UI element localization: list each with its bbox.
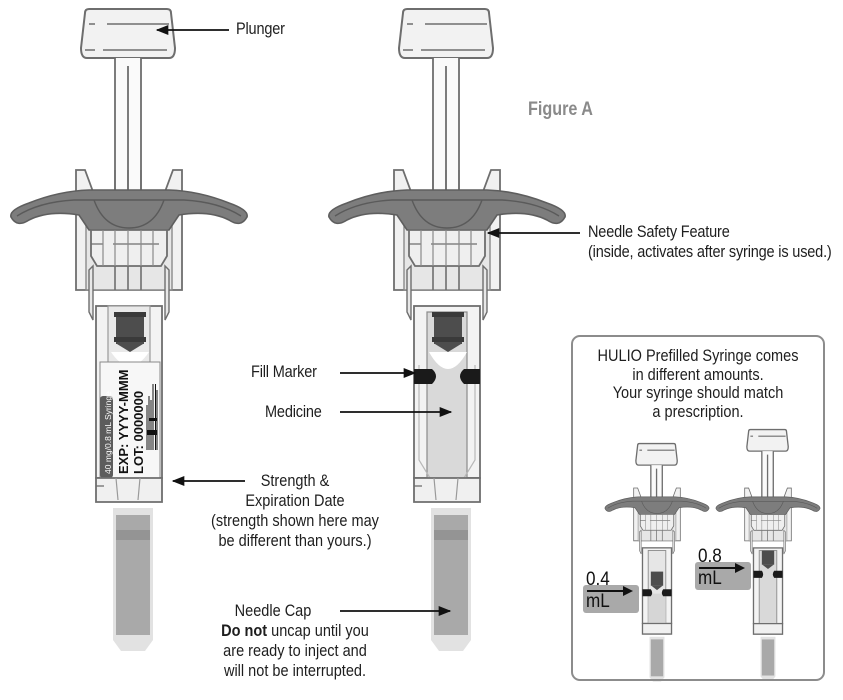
do-not-text: Do not — [221, 622, 268, 640]
needle-cap-warning-2: are ready to inject and — [223, 642, 367, 660]
stopper — [429, 312, 467, 369]
needle-cap — [113, 508, 153, 651]
info-line-3: Your syringe should match — [612, 384, 784, 402]
lot-text: LOT: 0000000 — [131, 390, 146, 474]
strength-callout: Strength & Expiration Date (strength sho… — [190, 471, 400, 551]
needle-cap-label: Needle Cap — [234, 602, 312, 620]
syringe-label: 40 mg/0.8 mL Syringe EXP: YYYY-MMM LOT: … — [100, 362, 160, 478]
small-syringe-0-8ml — [715, 428, 821, 681]
needle-safety-label: Needle Safety Feature — [588, 223, 730, 241]
strength-note1: (strength shown here may — [211, 512, 379, 530]
info-line-2: in different amounts. — [632, 365, 764, 384]
fill-marker-left — [414, 369, 436, 384]
arrow-right-icon — [587, 586, 633, 596]
needle-cap — [431, 508, 471, 651]
volume-label: 0.4 mL — [586, 569, 610, 612]
figure-title: Figure A — [528, 99, 593, 120]
arrow-right-icon — [699, 563, 745, 573]
needle-cap-callout: Needle Cap Do not uncap until you are re… — [190, 601, 400, 681]
fill-marker-label: Fill Marker — [251, 363, 317, 381]
needle-safety-note: (inside, activates after syringe is used… — [588, 243, 832, 261]
strength-text: 40 mg/0.8 mL Syringe — [103, 391, 113, 474]
fill-marker-right — [460, 369, 480, 384]
info-line-4: a prescription. — [652, 402, 744, 421]
info-box-text: HULIO Prefilled Syringe comes in differe… — [571, 347, 825, 421]
volume-badge-0-8ml: 0.8 mL — [695, 546, 751, 590]
medicine-label: Medicine — [265, 403, 322, 421]
strength-band — [100, 396, 113, 478]
info-line-1: HULIO Prefilled Syringe comes — [597, 347, 799, 365]
barcode — [146, 384, 158, 450]
uncap-text: uncap until you — [267, 622, 369, 640]
strength-line2: Expiration Date — [245, 492, 345, 510]
needle-cap-warning-3: will not be interrupted. — [223, 662, 367, 680]
exp-text: EXP: YYYY-MMM — [116, 369, 131, 474]
plunger-label: Plunger — [236, 20, 285, 38]
strength-note2: be different than yours.) — [218, 532, 372, 550]
strength-line1: Strength & — [260, 472, 330, 490]
stopper — [111, 312, 149, 366]
needle-cap-warning-1: Do not uncap until you — [203, 621, 388, 641]
info-box — [571, 335, 825, 681]
volume-badge-0-4ml: 0.4 mL — [583, 569, 639, 613]
left-syringe — [9, 8, 249, 651]
small-syringe-0-4ml — [604, 442, 710, 682]
middle-syringe — [327, 8, 567, 651]
volume-label: 0.8 mL — [698, 546, 722, 589]
